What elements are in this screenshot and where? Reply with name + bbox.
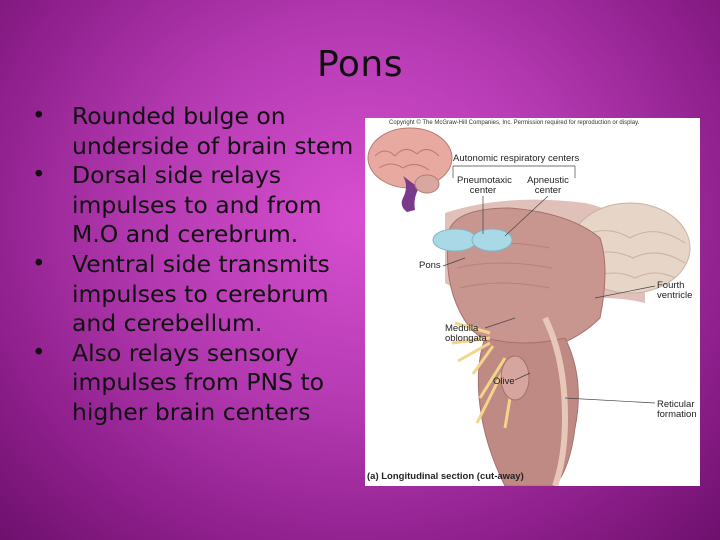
label-reticular-formation: Reticular formation (657, 399, 697, 420)
copyright-notice: Copyright © The McGraw-Hill Companies, I… (389, 120, 640, 126)
label-fourth-ventricle: Fourth ventricle (657, 280, 693, 301)
label-pons: Pons (419, 260, 441, 271)
label-medulla-oblongata: Medulla oblongata (445, 323, 487, 344)
bullet-text: Ventral side transmits impulses to cereb… (72, 249, 330, 338)
bullet-item: • Dorsal side relays impulses to and fro… (30, 161, 370, 250)
pons-illustration: Copyright © The McGraw-Hill Companies, I… (365, 118, 700, 486)
bullet-item: • Ventral side transmits impulses to cer… (30, 250, 370, 339)
bullet-text: Also relays sensory impulses from PNS to… (72, 338, 325, 426)
label-pneumotaxic-center: Pneumotaxic center (457, 175, 512, 196)
label-apneustic-center: Apneustic center (527, 175, 569, 196)
brain-icon (367, 127, 453, 212)
slide-title: Pons (316, 44, 404, 85)
brainstem-drawing (367, 127, 691, 486)
label-olive: Olive (493, 376, 515, 387)
figure-caption: (a) Longitudinal section (cut-away) (367, 471, 524, 482)
bullet-icon: • (32, 250, 46, 277)
label-autonomic-centers: Autonomic respiratory centers (453, 153, 580, 164)
bullet-icon: • (32, 162, 46, 189)
bullet-list: • Rounded bulge on underside of brain st… (30, 102, 370, 428)
bullet-icon: • (32, 103, 46, 129)
bullet-text: Rounded bulge on underside of brain stem (72, 102, 354, 160)
bullet-item: • Rounded bulge on underside of brain st… (30, 102, 370, 161)
bullet-icon: • (32, 339, 46, 366)
bullet-item: • Also relays sensory impulses from PNS … (30, 339, 370, 428)
bullet-text: Dorsal side relays impulses to and from … (72, 161, 322, 249)
